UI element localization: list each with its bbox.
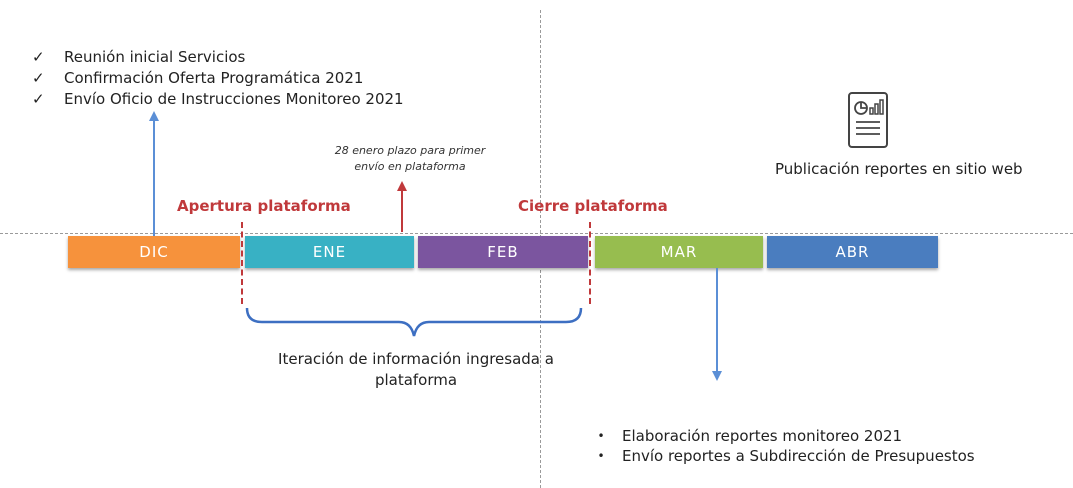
- report-chart-icon: [848, 92, 888, 148]
- bullet-icon: •: [597, 449, 605, 463]
- month-dic: DIC: [68, 236, 240, 268]
- checkmark-icon: ✓: [32, 69, 45, 87]
- checklist-item: ✓Reunión inicial Servicios: [32, 48, 246, 66]
- checkmark-icon: ✓: [32, 48, 45, 66]
- arrow-up-icon: [397, 181, 407, 191]
- month-ene: ENE: [245, 236, 414, 268]
- deadline-note: 28 enero plazo para primer envío en plat…: [334, 144, 486, 173]
- checklist-item: ✓Envío Oficio de Instrucciones Monitoreo…: [32, 90, 404, 108]
- month-feb: FEB: [418, 236, 588, 268]
- mar-arrow-line: [716, 268, 718, 372]
- iteration-brace: [245, 307, 583, 337]
- iteration-text: Iteración de información ingresada a pla…: [278, 350, 554, 389]
- bullet-item: •Elaboración reportes monitoreo 2021: [590, 426, 975, 446]
- deadline-arrow-line: [401, 190, 403, 232]
- checklist-item: ✓Confirmación Oferta Programática 2021: [32, 69, 364, 87]
- close-marker: [589, 222, 591, 304]
- checkmark-icon: ✓: [32, 90, 45, 108]
- open-platform-label: Apertura plataforma: [177, 197, 351, 215]
- report-bullets: •Elaboración reportes monitoreo 2021 •En…: [590, 426, 975, 466]
- bullet-item: •Envío reportes a Subdirección de Presup…: [590, 446, 974, 466]
- dic-arrow-line: [153, 120, 155, 236]
- horizontal-divider: [0, 233, 1073, 234]
- initial-checklist: ✓Reunión inicial Servicios ✓Confirmación…: [32, 47, 404, 110]
- bullet-icon: •: [597, 429, 605, 443]
- arrow-up-icon: [149, 111, 159, 121]
- arrow-down-icon: [712, 371, 722, 381]
- month-mar: MAR: [595, 236, 763, 268]
- open-marker: [241, 222, 243, 304]
- publication-text: Publicación reportes en sitio web: [775, 160, 1023, 178]
- close-platform-label: Cierre plataforma: [518, 197, 668, 215]
- month-abr: ABR: [767, 236, 938, 268]
